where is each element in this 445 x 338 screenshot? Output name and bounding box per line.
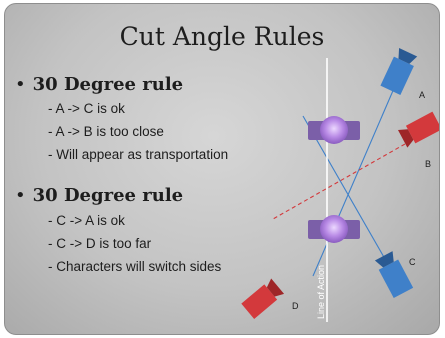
sight-line-b (272, 143, 406, 220)
section2-item-1: - C -> A is ok (48, 213, 125, 228)
slide-title: Cut Angle Rules (119, 22, 325, 51)
camera-diagram: Line of Action A B C (241, 48, 439, 322)
character-top-head (320, 116, 348, 144)
camera-d-label: D (292, 301, 299, 311)
camera-c-icon (374, 251, 414, 299)
section2-heading: • 30 Degree rule (15, 185, 183, 206)
character-bottom (308, 215, 360, 243)
section1-item-3: - Will appear as transportation (48, 147, 229, 162)
sight-line-a (312, 85, 396, 277)
camera-c-label: C (409, 257, 416, 267)
section2-item-2: - C -> D is too far (48, 236, 152, 251)
camera-b-icon (397, 111, 439, 148)
section2-heading-text: 30 Degree rule (32, 185, 184, 206)
section2-item-3: - Characters will switch sides (48, 259, 222, 274)
camera-a-icon (380, 48, 418, 95)
line-of-action-label: Line of Action (316, 265, 326, 319)
bullet-dot: • (15, 74, 26, 95)
camera-b-label: B (425, 159, 431, 169)
bullet-dot: • (15, 185, 26, 206)
slide: Cut Angle Rules • 30 Degree rule - A -> C… (4, 3, 440, 335)
character-top (308, 116, 360, 144)
section1-heading-text: 30 Degree rule (32, 74, 184, 95)
section1-item-1: - A -> C is ok (48, 101, 125, 116)
character-bottom-head (320, 215, 348, 243)
section1-item-2: - A -> B is too close (48, 124, 164, 139)
camera-d-icon (241, 278, 285, 319)
section1-heading: • 30 Degree rule (15, 74, 183, 95)
camera-a-label: A (419, 90, 425, 100)
